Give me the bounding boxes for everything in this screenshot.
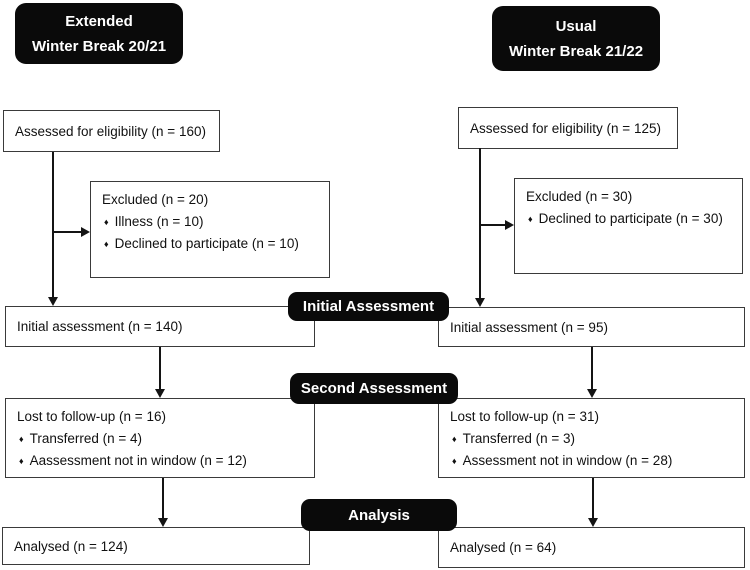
- arrowhead-down-icon: [475, 298, 485, 307]
- arrowhead-right-icon: [505, 220, 514, 230]
- arrow-line-to-excluded-extended: [53, 231, 82, 233]
- lost-bullet-text: Transferred (n = 4): [29, 431, 143, 446]
- lost-bullet-text: Transferred (n = 3): [462, 431, 576, 446]
- arrowhead-down-icon: [155, 389, 165, 398]
- lost-title: Lost to follow-up (n = 16): [17, 409, 166, 424]
- excluded-bullet-item: ♦ Illness (n = 10): [102, 211, 323, 233]
- bullet-diamond-icon: ♦: [528, 214, 533, 224]
- arrow-line-lost-to-analysed-extended: [162, 478, 164, 519]
- badge-line2: Winter Break 20/21: [31, 37, 167, 55]
- lost-bullet-text: Assessment not in window (n = 28): [462, 453, 673, 468]
- analysed-box-usual: Analysed (n = 64): [438, 527, 745, 568]
- analysed-box-extended: Analysed (n = 124): [2, 527, 310, 565]
- lost-to-follow-up-box-usual: Lost to follow-up (n = 31) ♦ Transferred …: [438, 398, 745, 478]
- eligibility-box-extended: Assessed for eligibility (n = 160): [3, 110, 220, 152]
- lost-bullet-item: ♦ Transferred (n = 3): [450, 428, 738, 450]
- bullet-diamond-icon: ♦: [104, 217, 109, 227]
- excluded-bullet-text: Declined to participate (n = 10): [114, 236, 299, 251]
- arrowhead-down-icon: [158, 518, 168, 527]
- initial-assessment-text: Initial assessment (n = 95): [450, 319, 608, 335]
- lost-to-follow-up-box-extended: Lost to follow-up (n = 16) ♦ Transferred …: [5, 398, 315, 478]
- bullet-diamond-icon: ♦: [19, 456, 24, 466]
- badge-line2: Winter Break 21/22: [508, 42, 644, 60]
- excluded-box-usual: Excluded (n = 30) ♦ Declined to participa…: [514, 178, 743, 274]
- arrow-line-initial-to-lost-usual: [591, 347, 593, 390]
- excluded-bullet-text: Declined to participate (n = 30): [538, 211, 723, 226]
- excluded-bullet-item: ♦ Declined to participate (n = 10): [102, 233, 323, 255]
- eligibility-text: Assessed for eligibility (n = 160): [15, 123, 206, 139]
- arrowhead-down-icon: [588, 518, 598, 527]
- eligibility-text: Assessed for eligibility (n = 125): [470, 120, 661, 136]
- badge-line1: Extended: [65, 12, 133, 30]
- arrowhead-right-icon: [81, 227, 90, 237]
- stage-label: Analysis: [348, 506, 410, 524]
- arrow-line-initial-to-lost-extended: [159, 347, 161, 390]
- initial-assessment-text: Initial assessment (n = 140): [17, 319, 183, 334]
- excluded-bullet-item: ♦ Declined to participate (n = 30): [526, 208, 736, 230]
- bullet-diamond-icon: ♦: [452, 434, 457, 444]
- excluded-bullet-text: Illness (n = 10): [114, 214, 204, 229]
- lost-bullet-item: ♦ Transferred (n = 4): [17, 428, 308, 450]
- arrowhead-down-icon: [48, 297, 58, 306]
- stage-label: Second Assessment: [300, 380, 448, 397]
- initial-assessment-box-usual: Initial assessment (n = 95): [438, 307, 745, 347]
- badge-usual-winter-break: Usual Winter Break 21/22: [492, 6, 660, 71]
- arrow-line-to-excluded-usual: [480, 224, 506, 226]
- badge-line1: Usual: [555, 17, 597, 35]
- stage-ribbon-second-assessment: Second Assessment: [290, 373, 458, 404]
- arrowhead-down-icon: [587, 389, 597, 398]
- bullet-diamond-icon: ♦: [104, 239, 109, 249]
- initial-assessment-box-extended: Initial assessment (n = 140): [5, 306, 315, 347]
- lost-bullet-item: ♦ Aassessment not in window (n = 12): [17, 450, 308, 472]
- arrow-line-eligibility-to-initial-usual: [479, 148, 481, 299]
- analysed-text: Analysed (n = 64): [450, 540, 557, 555]
- bullet-diamond-icon: ♦: [19, 434, 24, 444]
- bullet-diamond-icon: ♦: [452, 456, 457, 466]
- excluded-box-extended: Excluded (n = 20) ♦ Illness (n = 10) ♦ Dec…: [90, 181, 330, 278]
- badge-extended-winter-break: Extended Winter Break 20/21: [15, 3, 183, 64]
- lost-bullet-text: Aassessment not in window (n = 12): [29, 453, 247, 468]
- arrow-line-eligibility-to-initial-extended: [52, 152, 54, 298]
- analysed-text: Analysed (n = 124): [14, 538, 128, 554]
- stage-label: Initial Assessment: [302, 298, 435, 315]
- excluded-title: Excluded (n = 30): [526, 189, 633, 204]
- eligibility-box-usual: Assessed for eligibility (n = 125): [458, 107, 678, 149]
- stage-ribbon-analysis: Analysis: [301, 499, 457, 531]
- excluded-title: Excluded (n = 20): [102, 192, 209, 207]
- arrow-line-lost-to-analysed-usual: [592, 478, 594, 519]
- stage-ribbon-initial-assessment: Initial Assessment: [288, 292, 449, 321]
- lost-title: Lost to follow-up (n = 31): [450, 409, 599, 424]
- lost-bullet-item: ♦ Assessment not in window (n = 28): [450, 450, 738, 472]
